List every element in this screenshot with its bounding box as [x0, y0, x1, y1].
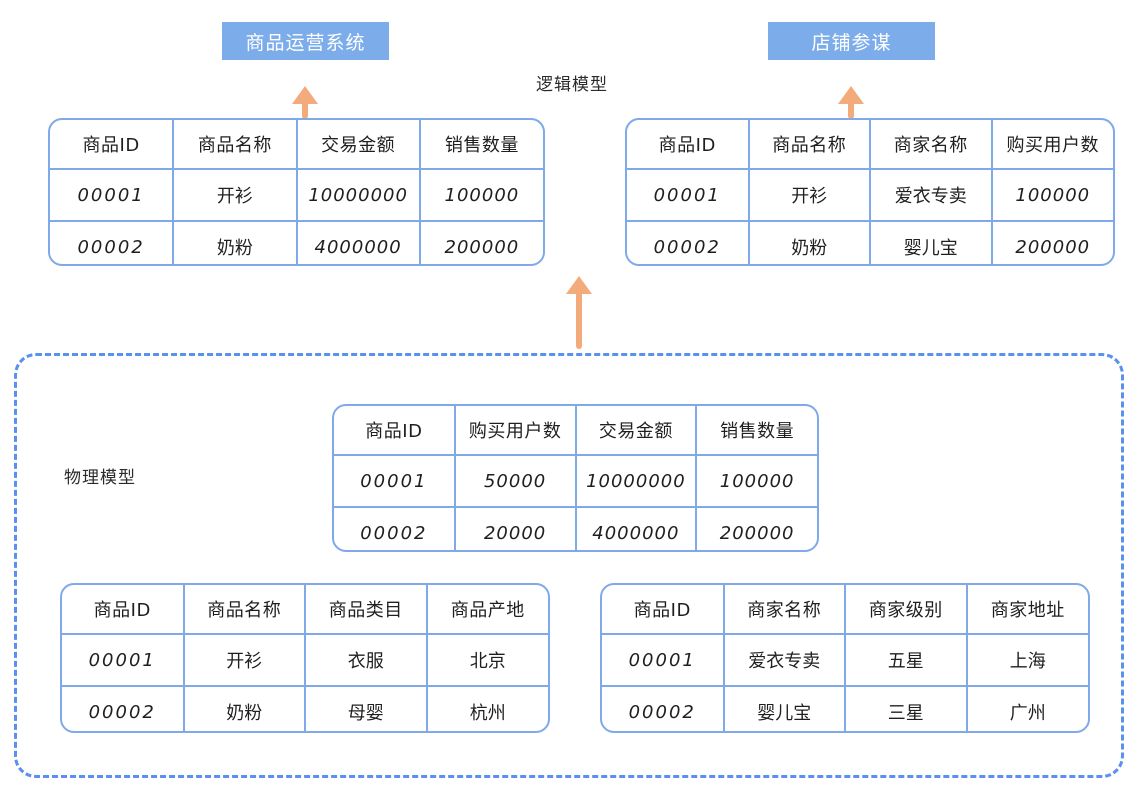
table-header-row: 商品ID 购买用户数 交易金额 销售数量: [334, 406, 817, 456]
cell-buyer-count: 50000: [454, 455, 577, 508]
table-header-row: 商品ID 商品名称 商家名称 购买用户数: [627, 120, 1113, 170]
cell-product-name: 奶粉: [183, 686, 306, 731]
column-header: 商品名称: [748, 120, 871, 170]
system-pill-label: 商品运营系统: [245, 31, 366, 54]
cell-product-name: 开衫: [183, 634, 306, 687]
table-row: 00001 50000 10000000 100000: [334, 455, 817, 508]
system-pill-merchandise-operations[interactable]: 商品运营系统: [222, 22, 389, 60]
arrow-up-icon: [566, 276, 592, 349]
cell-buyer-count: 20000: [454, 507, 577, 550]
cell-product-name: 奶粉: [748, 221, 871, 264]
arrow-head: [838, 86, 864, 104]
arrow-shaft: [302, 101, 308, 119]
cell-merchant-level: 五星: [845, 634, 968, 687]
cell-sales-qty: 200000: [444, 236, 520, 258]
column-header: 交易金额: [296, 120, 421, 170]
table-row: 00001 爱衣专卖 五星 上海: [602, 634, 1088, 687]
cell-product-name: 开衫: [748, 169, 871, 222]
column-header: 商品ID: [602, 585, 725, 635]
cell-merchant-address: 上海: [966, 634, 1088, 687]
table-header-row: 商品ID 商品名称 交易金额 销售数量: [50, 120, 543, 170]
system-pill-label: 店铺参谋: [811, 31, 892, 54]
cell-product-origin: 杭州: [469, 703, 506, 724]
physical-model-container: [14, 353, 1124, 778]
table-header-row: 商品ID 商家名称 商家级别 商家地址: [602, 585, 1088, 635]
cell-buyer-count: 200000: [1015, 236, 1091, 258]
cell-product-name: 开衫: [173, 169, 298, 222]
cell-product-origin: 北京: [426, 634, 548, 687]
column-header: 商家名称: [870, 120, 993, 170]
column-header: 商品ID: [50, 120, 175, 170]
column-header: 商品产地: [426, 585, 548, 635]
column-header: 购买用户数: [454, 406, 577, 456]
cell-trade-amount: 4000000: [575, 507, 698, 550]
column-header: 商品ID: [334, 406, 456, 456]
cell-merchant-name: 婴儿宝: [870, 221, 993, 264]
column-header: 商品ID: [627, 120, 750, 170]
arrow-up-icon: [292, 86, 318, 119]
cell-trade-amount: 10000000: [575, 455, 698, 508]
table-row: 00001 开衫 10000000 100000: [50, 169, 543, 222]
column-header: 商品类目: [305, 585, 428, 635]
cell-product-id: 00002: [602, 686, 725, 731]
cell-trade-amount: 10000000: [296, 169, 421, 222]
column-header: 商品名称: [173, 120, 298, 170]
column-header: 商品ID: [62, 585, 185, 635]
table-row: 00002 奶粉 4000000 200000: [50, 221, 543, 264]
cell-sales-qty: 100000: [419, 169, 543, 222]
cell-buyer-count: 100000: [991, 169, 1113, 222]
cell-product-id: 00001: [62, 634, 185, 687]
arrow-up-icon: [838, 86, 864, 119]
cell-product-id: 00002: [62, 686, 185, 731]
column-header: 商家名称: [723, 585, 846, 635]
cell-product-id: 00001: [50, 169, 175, 222]
physical-model-caption: 物理模型: [64, 468, 136, 488]
column-header: 销售数量: [419, 120, 543, 170]
column-header: 购买用户数: [991, 120, 1113, 170]
cell-product-id: 00001: [627, 169, 750, 222]
table-row: 00002 奶粉 婴儿宝 200000: [627, 221, 1113, 264]
cell-product-category: 母婴: [305, 686, 428, 731]
cell-sales-qty: 100000: [696, 455, 817, 508]
cell-product-category: 衣服: [305, 634, 428, 687]
column-header: 销售数量: [696, 406, 817, 456]
cell-product-id: 00002: [627, 221, 750, 264]
logical-model-caption: 逻辑模型: [536, 75, 608, 95]
logical-table-shop-advisor: 商品ID 商品名称 商家名称 购买用户数 00001 开衫 爱衣专卖 10000…: [625, 118, 1115, 266]
column-header: 商品名称: [183, 585, 306, 635]
table-row: 00001 开衫 爱衣专卖 100000: [627, 169, 1113, 222]
arrow-head: [566, 276, 592, 294]
cell-merchant-level: 三星: [845, 686, 968, 731]
arrow-shaft: [576, 291, 582, 349]
table-row: 00002 20000 4000000 200000: [334, 507, 817, 550]
table-row: 00001 开衫 衣服 北京: [62, 634, 548, 687]
cell-trade-amount: 4000000: [296, 221, 421, 264]
cell-merchant-name: 婴儿宝: [723, 686, 846, 731]
cell-product-id: 00002: [334, 507, 456, 550]
column-header: 商家地址: [966, 585, 1088, 635]
arrow-shaft: [848, 101, 854, 119]
cell-product-id: 00002: [50, 221, 175, 264]
cell-merchant-address: 广州: [1009, 703, 1046, 724]
table-header-row: 商品ID 商品名称 商品类目 商品产地: [62, 585, 548, 635]
arrow-head: [292, 86, 318, 104]
physical-table-fact: 商品ID 购买用户数 交易金额 销售数量 00001 50000 1000000…: [332, 404, 819, 552]
column-header: 商家级别: [845, 585, 968, 635]
cell-merchant-name: 爱衣专卖: [870, 169, 993, 222]
physical-table-merchant-dimension: 商品ID 商家名称 商家级别 商家地址 00001 爱衣专卖 五星 上海 000…: [600, 583, 1090, 733]
cell-sales-qty: 200000: [719, 522, 795, 544]
column-header: 交易金额: [575, 406, 698, 456]
cell-product-name: 奶粉: [173, 221, 298, 264]
cell-product-id: 00001: [602, 634, 725, 687]
table-row: 00002 婴儿宝 三星 广州: [602, 686, 1088, 731]
system-pill-shop-advisor[interactable]: 店铺参谋: [768, 22, 935, 60]
cell-product-id: 00001: [334, 455, 456, 508]
cell-merchant-name: 爱衣专卖: [723, 634, 846, 687]
physical-table-product-dimension: 商品ID 商品名称 商品类目 商品产地 00001 开衫 衣服 北京 00002…: [60, 583, 550, 733]
logical-table-merchandise-operations: 商品ID 商品名称 交易金额 销售数量 00001 开衫 10000000 10…: [48, 118, 545, 266]
table-row: 00002 奶粉 母婴 杭州: [62, 686, 548, 731]
